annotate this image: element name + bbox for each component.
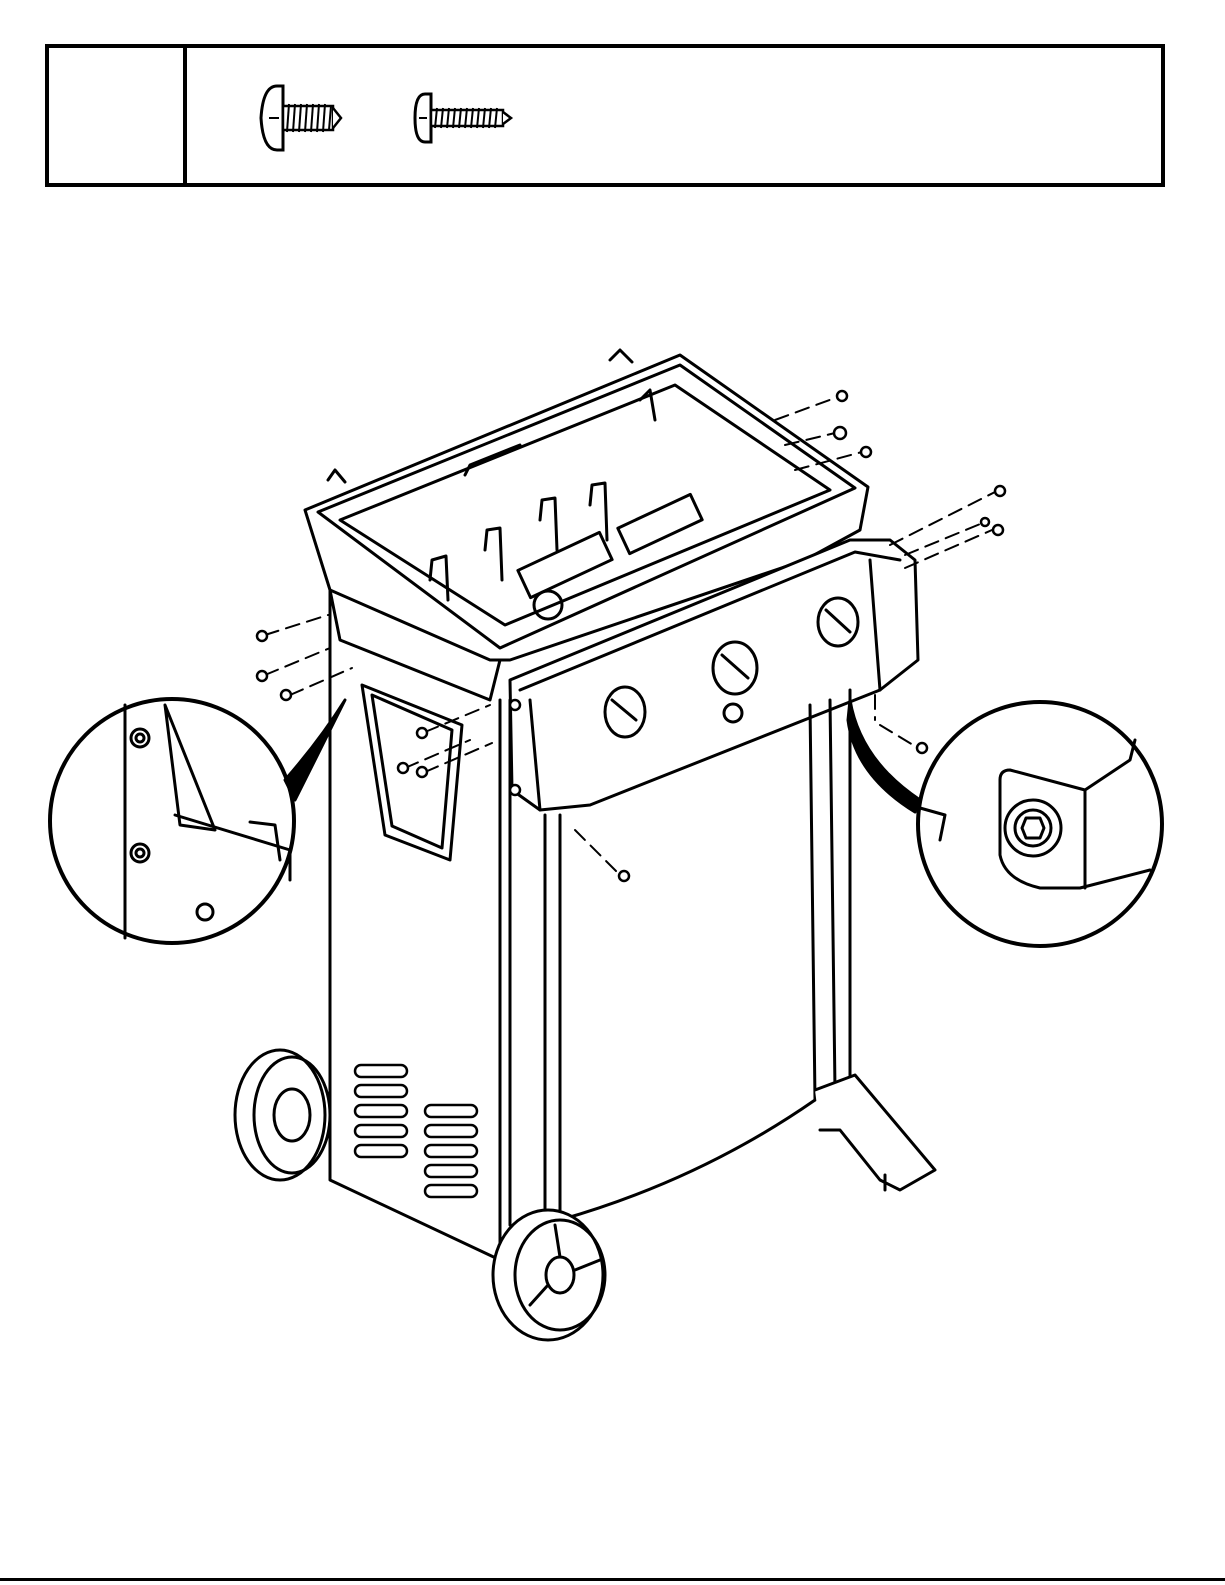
wheel-back-icon	[235, 1050, 330, 1180]
vent-slots	[355, 1065, 477, 1197]
detail-left-callout	[50, 699, 345, 943]
detail-right-callout	[848, 700, 1162, 946]
footer-rule	[0, 1578, 1225, 1581]
wheel-front-icon	[493, 1210, 605, 1340]
